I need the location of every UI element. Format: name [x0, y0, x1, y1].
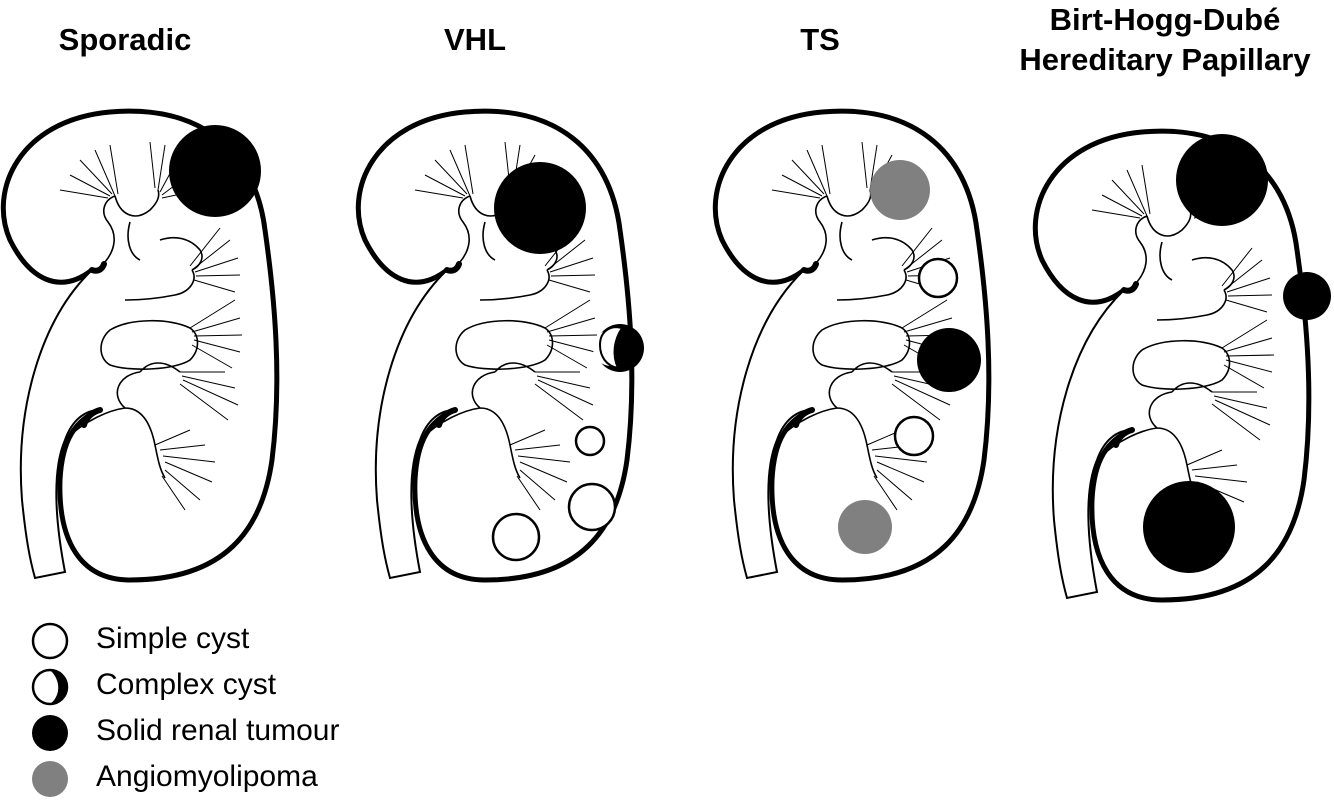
solid-tumour — [917, 328, 981, 392]
complex-cyst — [574, 425, 606, 457]
solid-tumour — [494, 162, 586, 254]
legend-label: Complex cyst — [96, 668, 277, 701]
solid-tumour — [169, 125, 261, 217]
kidney-diagrams — [0, 0, 1331, 610]
panel-title-vhl: VHL — [444, 22, 506, 57]
solid-tumour — [1143, 481, 1235, 573]
solid-tumour — [1283, 272, 1331, 320]
simple-cyst — [491, 512, 541, 562]
legend-label: Angiomyolipoma — [96, 760, 318, 793]
solid-tumour — [1176, 134, 1268, 226]
simple-cyst — [567, 482, 617, 532]
angiomyolipoma — [870, 160, 930, 220]
legend-label: Solid renal tumour — [96, 714, 340, 747]
panel-title-ts: TS — [800, 22, 840, 57]
panel-title-bhd-line1: Birt-Hogg-Dubé — [1049, 2, 1281, 37]
panel-title-bhd-line2: Hereditary Papillary — [1019, 42, 1311, 77]
angiomyolipoma — [838, 500, 892, 554]
simple-cyst-icon — [31, 622, 69, 660]
solid-tumour-icon — [32, 715, 68, 751]
panel-title-sporadic: Sporadic — [58, 22, 192, 57]
complex-cyst — [592, 324, 644, 372]
simple-cyst — [917, 257, 959, 299]
angiomyolipoma-icon — [32, 761, 68, 797]
complex-cyst-icon — [31, 668, 69, 706]
legend-label: Simple cyst — [96, 622, 250, 655]
simple-cyst — [893, 415, 935, 457]
